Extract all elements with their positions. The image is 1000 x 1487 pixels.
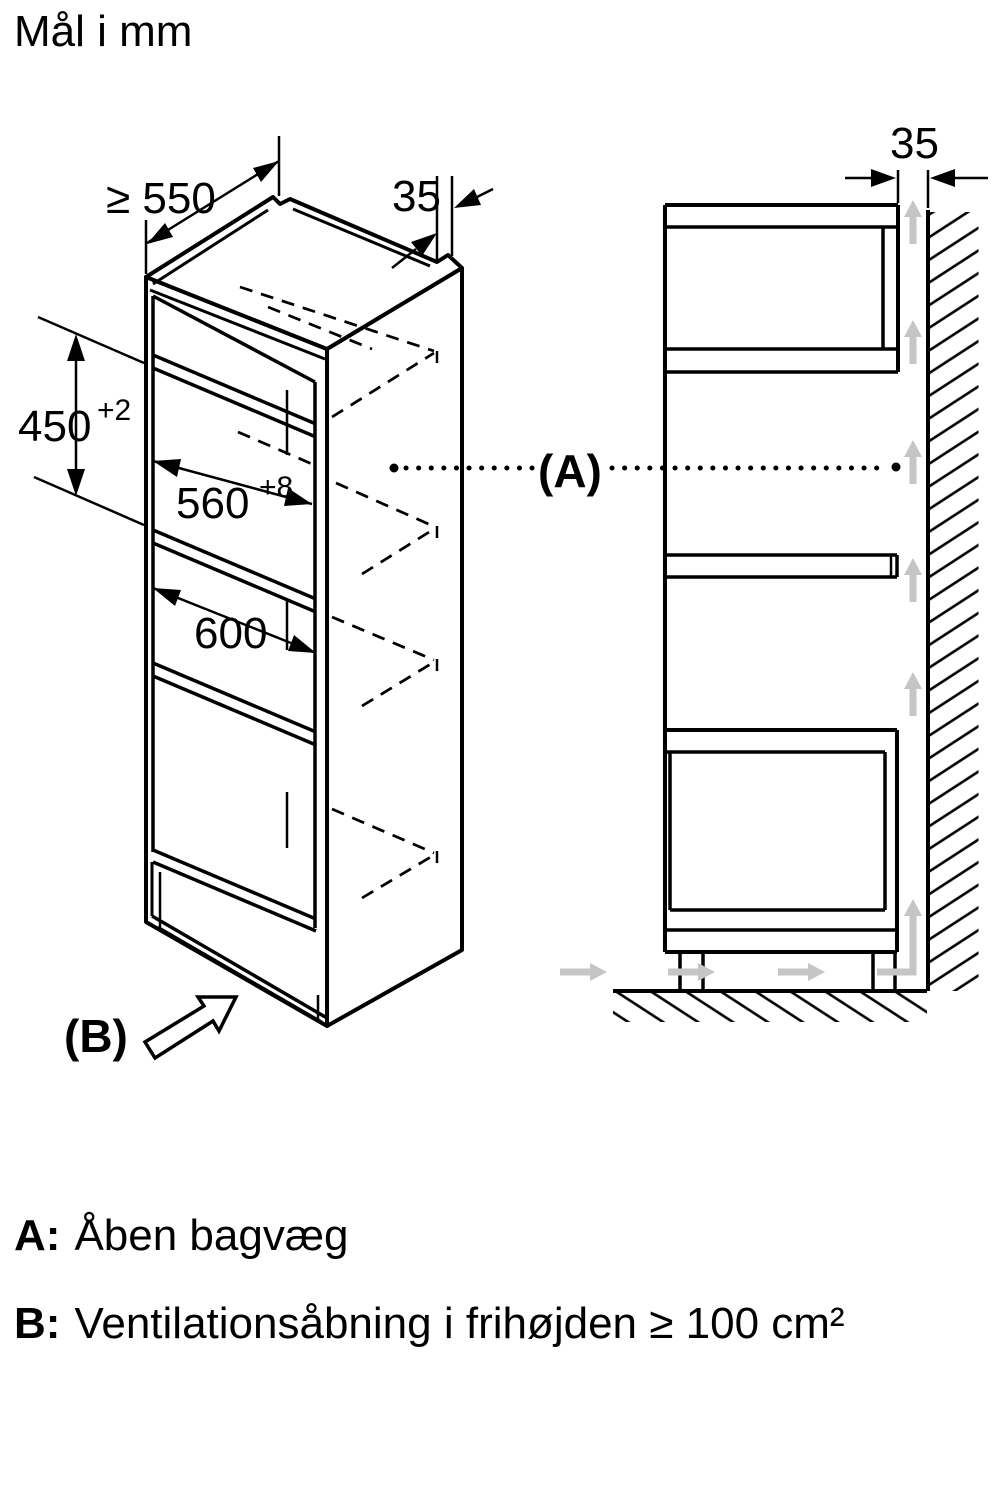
dim-35-iso-label: 35	[392, 172, 441, 221]
opening-top-edge	[152, 294, 316, 384]
dimension-niche-width-560: 560 +8	[152, 459, 313, 528]
legend-a-key: A:	[14, 1211, 61, 1260]
plinth-base	[150, 862, 328, 1024]
shelf-2	[152, 528, 317, 614]
shelf-3	[152, 661, 317, 747]
airflow-up-arrow-icon	[904, 672, 922, 716]
top-panel-left-edge	[152, 208, 269, 286]
legend-b-key: B:	[14, 1299, 61, 1348]
dim-450-label: 450	[18, 402, 91, 451]
airflow-arrows	[560, 200, 922, 981]
side-section-view: 35 (A)	[538, 119, 988, 1022]
legend-line-a: A: Åben bagvæg	[14, 1210, 348, 1263]
airflow-right-arrow-icon	[778, 963, 825, 981]
top-panel-underside-edge	[149, 288, 326, 361]
cabinet-bottom-shelf	[152, 848, 317, 933]
shelf-1	[152, 353, 317, 439]
dim-600-label: 600	[194, 609, 267, 658]
label-b: (B)	[64, 1010, 128, 1062]
airflow-up-arrow-icon	[904, 200, 922, 244]
dimension-niche-height-450: 450 +2	[18, 315, 145, 527]
isometric-cabinet-view: ≥ 550 35 450 +2	[18, 136, 539, 1062]
airflow-up-arrow-icon	[904, 440, 922, 484]
dimension-wall-gap-35-side: 35	[845, 119, 988, 208]
section-a-dot-left	[389, 463, 399, 473]
airflow-up-arrow-icon	[904, 320, 922, 364]
section-a-dot-right	[891, 462, 901, 472]
airflow-right-arrow-icon	[668, 963, 715, 981]
dimension-rear-gap-35-iso: 35	[391, 172, 494, 269]
dim-550-label: ≥ 550	[106, 174, 216, 223]
airflow-right-arrow-icon	[560, 963, 607, 981]
wall-hatching	[928, 212, 979, 991]
ventilation-arrow-icon	[142, 995, 239, 1061]
airflow-up-arrow-icon	[904, 558, 922, 602]
dim-560-label: 560	[176, 479, 249, 528]
cabinet-top-face	[144, 195, 464, 351]
floor-hatching	[613, 992, 927, 1022]
cabinet-right-side-face	[325, 266, 464, 1028]
label-a: (A)	[538, 445, 602, 497]
dim-450-sup: +2	[97, 394, 131, 427]
open-back-dashed-edges	[237, 285, 439, 900]
dimension-depth-min-550: ≥ 550	[106, 136, 281, 274]
dim-35-side-label: 35	[890, 119, 939, 168]
dimension-lower-niche-width-600: 600	[152, 586, 317, 658]
legend-line-b: B: Ventilationsåbning i frihøjden ≥ 100 c…	[14, 1298, 845, 1351]
legend-a-text: Åben bagvæg	[74, 1211, 349, 1260]
middle-shelf	[665, 553, 899, 579]
airflow-bent-arrow-icon	[877, 899, 922, 976]
page-title: Mål i mm	[14, 7, 193, 56]
dim-560-sup: +8	[259, 471, 293, 504]
legend-b-text: Ventilationsåbning i frihøjden ≥ 100 cm²	[74, 1299, 845, 1348]
lower-appliance-box	[665, 728, 899, 954]
